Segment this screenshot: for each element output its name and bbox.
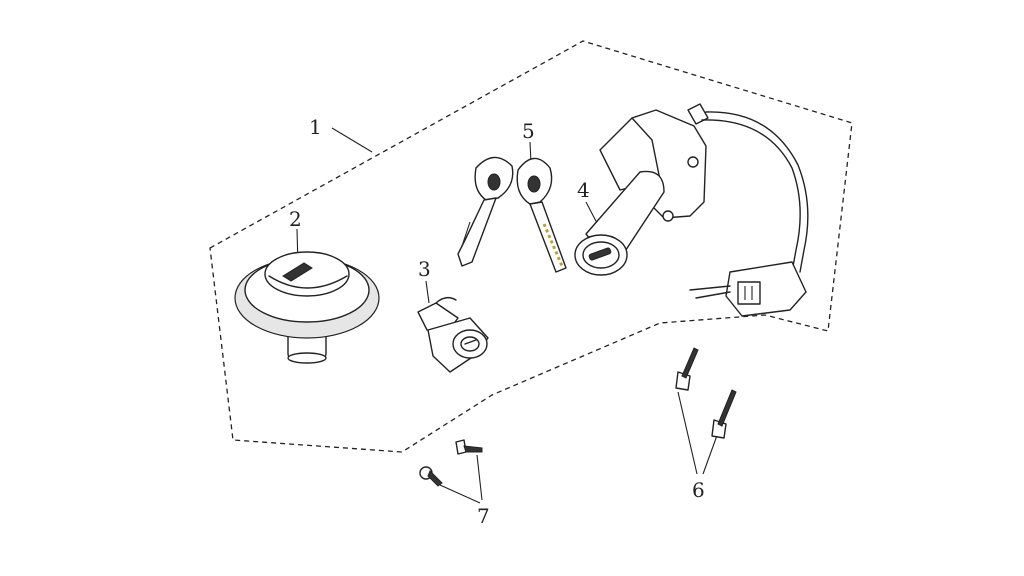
callout-4: 4 [577,178,590,202]
leader-line-4 [585,201,599,226]
leader-line-7a [439,484,481,504]
assembly-boundary [209,40,853,453]
seat-lock [417,296,489,373]
leader-line-3 [425,280,430,304]
bolts-6 [675,347,737,439]
leader-line-7b [476,454,483,501]
callout-2: 2 [289,207,302,231]
callout-3: 3 [418,257,431,281]
callout-6: 6 [692,478,705,502]
screws-7 [419,439,483,487]
ignition-switch [574,103,709,276]
leader-line-6a [677,391,698,475]
callout-1: 1 [309,115,322,139]
fuel-cap [234,251,380,364]
wire-harness [689,111,809,317]
keys [457,156,567,273]
callout-5: 5 [522,119,535,143]
leader-line-1 [331,127,373,153]
callout-7: 7 [477,504,490,528]
